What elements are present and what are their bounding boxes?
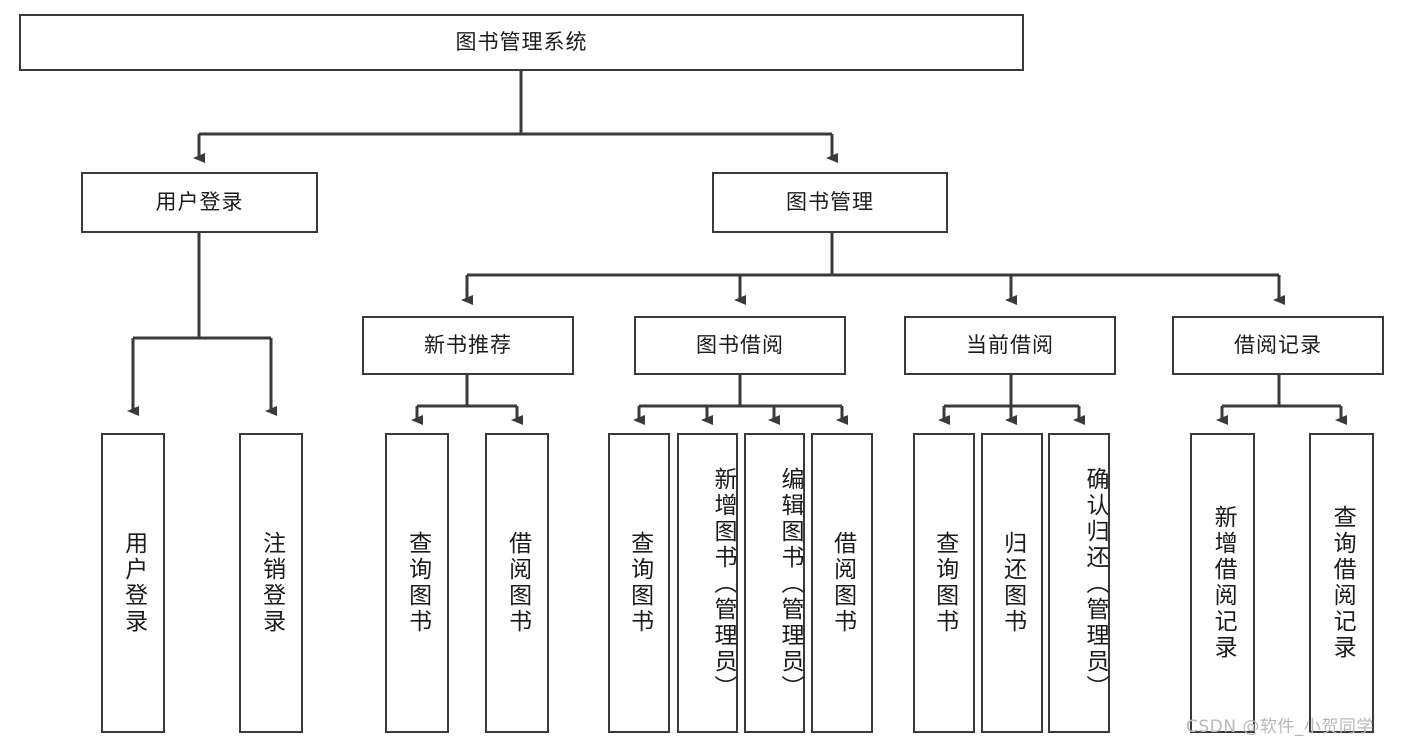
leaf-query-book-current-label: 查询图书 — [931, 531, 958, 635]
node-user-login[interactable]: 用户登录 — [81, 172, 318, 233]
node-new-book-recommend-label: 新书推荐 — [424, 332, 512, 357]
leaf-borrow-book-newbook-label: 借阅图书 — [504, 531, 531, 635]
leaf-query-book-newbook[interactable]: 查询图书 — [385, 433, 449, 733]
node-borrow-records-label: 借阅记录 — [1234, 332, 1322, 357]
leaf-query-book-newbook-label: 查询图书 — [404, 531, 431, 635]
leaf-query-borrow-record[interactable]: 查询借阅记录 — [1309, 433, 1374, 733]
node-root-label: 图书管理系统 — [455, 29, 588, 54]
node-book-borrow-label: 图书借阅 — [696, 332, 784, 357]
node-new-book-recommend[interactable]: 新书推荐 — [362, 316, 574, 375]
node-book-management-label: 图书管理 — [786, 189, 874, 214]
leaf-logout[interactable]: 注销登录 — [239, 433, 303, 733]
leaf-query-book-borrow[interactable]: 查询图书 — [608, 433, 670, 733]
leaf-return-book[interactable]: 归还图书 — [981, 433, 1043, 733]
leaf-user-login-label: 用户登录 — [120, 531, 147, 635]
node-current-borrow[interactable]: 当前借阅 — [904, 316, 1116, 375]
leaf-query-borrow-record-label: 查询借阅记录 — [1329, 505, 1356, 661]
leaf-user-login[interactable]: 用户登录 — [101, 433, 165, 733]
leaf-edit-book-admin-label: 编辑图书（管理员） — [777, 467, 803, 701]
leaf-add-book-admin[interactable]: 新增图书（管理员） — [677, 433, 738, 733]
leaf-borrow-book-borrow-label: 借阅图书 — [829, 531, 856, 635]
leaf-borrow-book-borrow[interactable]: 借阅图书 — [811, 433, 873, 733]
node-book-management[interactable]: 图书管理 — [712, 172, 948, 233]
node-current-borrow-label: 当前借阅 — [966, 332, 1054, 357]
leaf-confirm-return-admin-label: 确认归还（管理员） — [1082, 467, 1108, 701]
leaf-edit-book-admin[interactable]: 编辑图书（管理员） — [744, 433, 805, 733]
watermark: CSDN @软件_小贺同学 — [1186, 717, 1374, 737]
node-root[interactable]: 图书管理系统 — [19, 14, 1024, 71]
leaf-query-book-current[interactable]: 查询图书 — [913, 433, 975, 733]
leaf-query-book-borrow-label: 查询图书 — [626, 531, 653, 635]
leaf-confirm-return-admin[interactable]: 确认归还（管理员） — [1048, 433, 1110, 733]
leaf-add-borrow-record[interactable]: 新增借阅记录 — [1190, 433, 1255, 733]
leaf-borrow-book-newbook[interactable]: 借阅图书 — [485, 433, 549, 733]
node-book-borrow[interactable]: 图书借阅 — [634, 316, 846, 375]
leaf-add-borrow-record-label: 新增借阅记录 — [1210, 505, 1237, 661]
leaf-return-book-label: 归还图书 — [999, 531, 1026, 635]
leaf-logout-label: 注销登录 — [258, 531, 285, 635]
node-user-login-label: 用户登录 — [155, 189, 244, 214]
leaf-add-book-admin-label: 新增图书（管理员） — [710, 467, 736, 701]
node-borrow-records[interactable]: 借阅记录 — [1172, 316, 1384, 375]
